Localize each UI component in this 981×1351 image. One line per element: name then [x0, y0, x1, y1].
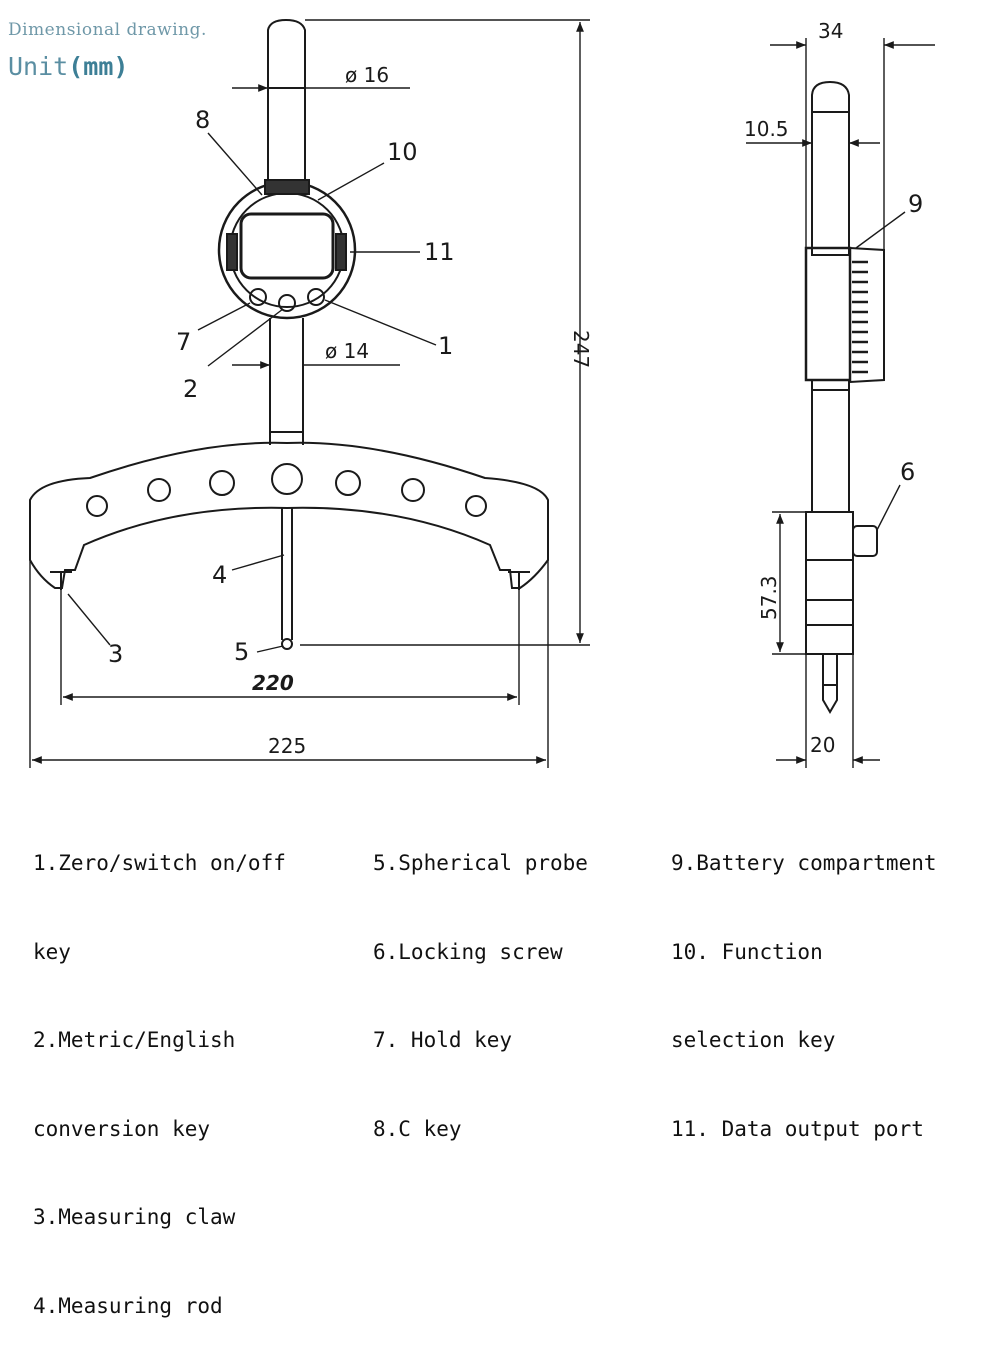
dim-lower-height: 57.3: [757, 575, 781, 620]
measuring-frame: [29, 441, 549, 589]
callout-7: 7: [176, 328, 191, 356]
callout-9: 9: [908, 190, 923, 218]
legend-item: 6.Locking screw: [373, 939, 563, 964]
side-dimensions: [746, 38, 935, 768]
unit-label: Unit(mm): [8, 52, 128, 81]
callout-5: 5: [234, 638, 249, 666]
measuring-rod: [281, 508, 293, 640]
callout-10: 10: [387, 138, 418, 166]
dim-total-height: 247: [569, 330, 593, 368]
front-view: [29, 18, 549, 650]
dim-total-width: 225: [268, 734, 306, 758]
legend-column-3: 9.Battery compartment 10. Function selec…: [671, 790, 937, 1174]
callout-3: 3: [108, 640, 123, 668]
legend-item: 1.Zero/switch on/off: [33, 851, 286, 875]
dimensional-drawing: 8 10 11 1 7 2 4 3 5 9 6 ø 16 ø 14 220 22…: [29, 18, 935, 768]
dim-rod-diameter: ø 16: [345, 63, 389, 87]
callout-6: 6: [900, 458, 915, 486]
lcd-display: [239, 212, 335, 280]
legend-item: 11. Data output port: [671, 1116, 924, 1141]
zero-key: [307, 288, 325, 306]
unit-prefix: Unit: [8, 52, 69, 81]
legend-item: 8.C key: [373, 1116, 462, 1141]
drawing-title: Dimensional drawing.: [8, 20, 207, 40]
callout-8: 8: [195, 106, 210, 134]
legend-item: 9.Battery compartment: [671, 851, 937, 875]
top-spindle: [267, 18, 306, 186]
callout-11: 11: [424, 238, 455, 266]
dim-claw-span: 220: [252, 671, 294, 695]
callout-2: 2: [183, 375, 198, 403]
legend-item: 7. Hold key: [373, 1028, 513, 1052]
legend-item: 5.Spherical probe: [373, 851, 588, 875]
battery-compartment: [849, 247, 885, 383]
dim-bottom-width: 20: [810, 733, 835, 757]
legend-item: 4.Measuring rod: [33, 1293, 223, 1318]
legend-item: conversion key: [33, 1116, 211, 1141]
dim-side-rod: 10.5: [744, 117, 789, 141]
battery-housing: [804, 246, 852, 382]
stem: [269, 318, 304, 445]
unit-value: (mm): [68, 52, 129, 81]
legend-item: selection key: [671, 1028, 836, 1052]
dim-side-width: 34: [818, 19, 843, 43]
legend-column-2: 5.Spherical probe 6.Locking screw 7. Hol…: [373, 790, 588, 1174]
dial-outer: [217, 180, 357, 320]
callout-1: 1: [438, 332, 453, 360]
hold-key: [249, 288, 267, 306]
legend-column-1: 1.Zero/switch on/off key 2.Metric/Englis…: [33, 790, 286, 1351]
legend-item: key: [33, 939, 71, 964]
legend-item: 3.Measuring claw: [33, 1205, 236, 1229]
metric-key: [278, 294, 296, 312]
front-dimensions: [29, 19, 590, 768]
legend-item: 2.Metric/English: [33, 1028, 236, 1052]
side-view: [804, 80, 885, 714]
dim-stem-diameter: ø 14: [325, 339, 369, 363]
legend-item: 10. Function: [671, 939, 823, 964]
locking-screw: [852, 525, 878, 557]
callout-4: 4: [212, 561, 227, 589]
spherical-probe: [281, 638, 293, 650]
